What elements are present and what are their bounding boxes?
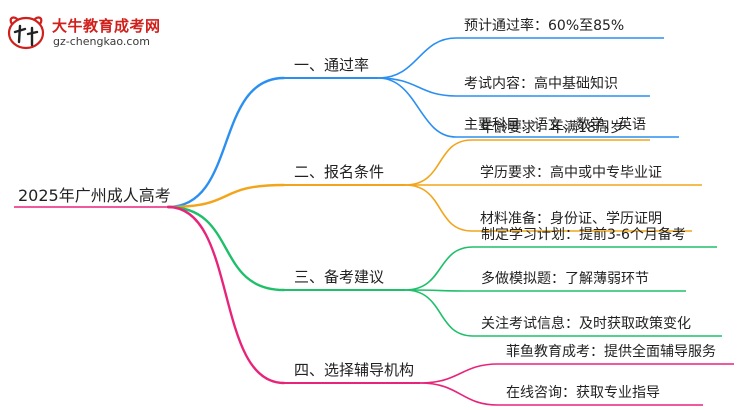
branch-4-connector <box>166 205 286 385</box>
branch-1-leaf-2-label: 考试内容：高中基础知识 <box>464 75 618 92</box>
branch-2-label: 二、报名条件 <box>294 163 384 181</box>
logo-url: gz-chengkao.com <box>53 35 150 48</box>
branch-1-leaf-3-label: 主要科目：语文、数学、英语 <box>464 116 646 133</box>
branch-3-leaf-2-connector <box>404 289 474 292</box>
branch-4-leaf-2-label: 在线咨询：获取专业指导 <box>506 385 660 401</box>
branch-1-leaf-1-label: 预计通过率：60%至85% <box>464 17 624 34</box>
branch-3-leaf-1-label: 制定学习计划：提前3-6个月备考 <box>481 226 686 243</box>
branch-1-leaf-2-connector <box>377 77 457 97</box>
branch-3-leaf-2-label: 多做模拟题：了解薄弱环节 <box>481 270 649 287</box>
branch-2-leaf-3-connector <box>404 184 473 232</box>
branch-1-leaf-1-connector <box>377 37 457 79</box>
bull-logo-icon <box>7 16 45 50</box>
branch-2-leaf-2-label: 学历要求：高中或中专毕业证 <box>480 164 662 181</box>
branch-3-leaf-1-connector <box>404 246 474 291</box>
logo-title: 大牛教育成考网 <box>52 17 161 35</box>
branch-3-leaf-3-connector <box>404 289 474 337</box>
root-node-label: 2025年广州成人高考 <box>18 186 171 205</box>
branch-4-leaf-2-connector <box>419 382 499 406</box>
branch-2-leaf-3-label: 材料准备：身份证、学历证明 <box>480 210 662 227</box>
branch-3-leaf-3-label: 关注考试信息：及时获取政策变化 <box>481 315 691 332</box>
branch-2-connector <box>166 183 286 209</box>
branch-4-label: 四、选择辅导机构 <box>294 361 414 379</box>
branch-1-leaf-3-connector <box>377 77 457 138</box>
branch-3-label: 三、备考建议 <box>294 268 384 286</box>
branch-1-connector <box>166 76 286 209</box>
branch-3-connector <box>166 205 286 292</box>
branch-1-label: 一、通过率 <box>294 56 369 74</box>
branch-2-leaf-1-label: 年龄要求：年满18周岁 <box>480 120 624 136</box>
branch-4-leaf-1-label: 菲鱼教育成考：提供全面辅导服务 <box>506 343 716 360</box>
site-logo[interactable]: 大牛教育成考网 gz-chengkao.com <box>6 12 176 54</box>
branch-2-leaf-1-connector <box>404 139 473 186</box>
branch-4-leaf-1-connector <box>419 363 499 384</box>
